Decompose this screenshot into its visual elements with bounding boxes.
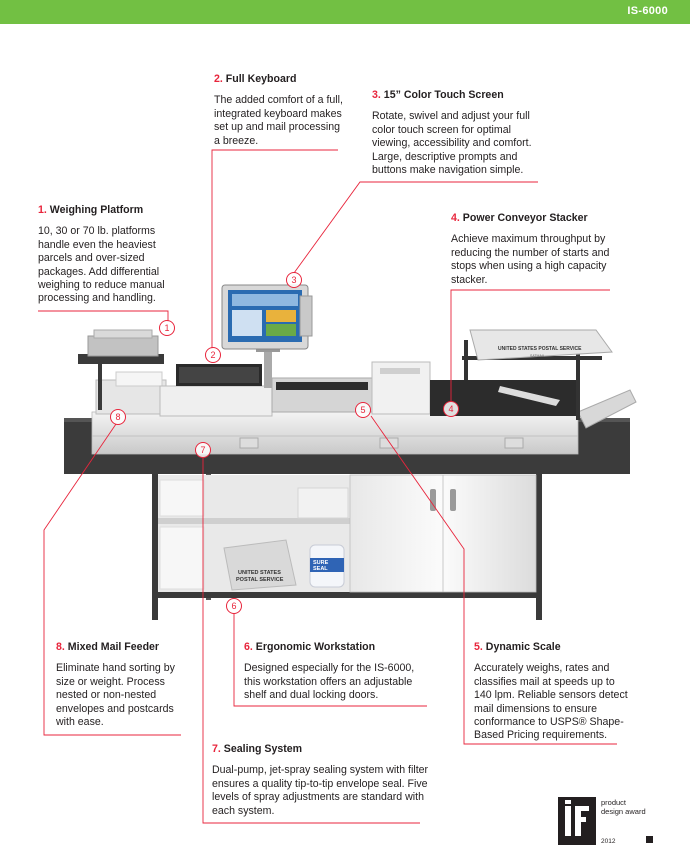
callout-ergonomic-workstation: 6. Ergonomic Workstation Designed especi… bbox=[244, 641, 430, 703]
marker-6: 6 bbox=[226, 598, 242, 614]
award-year: 2012 bbox=[601, 838, 616, 845]
callout-number: 7. bbox=[212, 743, 221, 755]
callout-title: Mixed Mail Feeder bbox=[67, 641, 160, 653]
tray-sublabel: SATMAIL bbox=[530, 354, 545, 358]
callout-number: 5. bbox=[474, 641, 483, 653]
callout-body: Dual-pump, jet-spray sealing system with… bbox=[212, 764, 429, 817]
tray-label: UNITED STATES POSTAL SERVICE bbox=[498, 346, 582, 352]
callout-body: The added comfort of a full, integrated … bbox=[214, 94, 343, 147]
callout-title: Full Keyboard bbox=[225, 73, 297, 85]
box-label-2: POSTAL SERVICE bbox=[236, 577, 284, 583]
jug-label-2: SEAL bbox=[313, 566, 328, 572]
award-line-2: design award bbox=[601, 806, 646, 816]
page-marker bbox=[646, 836, 653, 843]
callout-title: Ergonomic Workstation bbox=[255, 641, 376, 653]
callout-weighing-platform: 1. Weighing Platform 10, 30 or 70 lb. pl… bbox=[38, 204, 178, 306]
callout-body: Rotate, swivel and adjust your full colo… bbox=[372, 110, 532, 177]
callout-body: Designed especially for the IS-6000, thi… bbox=[244, 662, 415, 702]
callout-dynamic-scale: 5. Dynamic Scale Accurately weighs, rate… bbox=[474, 641, 632, 743]
callout-mixed-mail-feeder: 8. Mixed Mail Feeder Eliminate hand sort… bbox=[56, 641, 192, 729]
callout-title: Dynamic Scale bbox=[485, 641, 561, 653]
callout-number: 6. bbox=[244, 641, 253, 653]
jug-label-1: SURE bbox=[313, 560, 329, 566]
marker-5: 5 bbox=[355, 402, 371, 418]
callout-full-keyboard: 2. Full Keyboard The added comfort of a … bbox=[214, 73, 348, 148]
callout-color-touch-screen: 3. 15” Color Touch Screen Rotate, swivel… bbox=[372, 89, 550, 177]
callout-number: 8. bbox=[56, 641, 65, 653]
callout-title: Power Conveyor Stacker bbox=[462, 212, 588, 224]
mailing-machine: UNITED STATES POSTAL SERVICE SATMAIL bbox=[78, 284, 637, 455]
callout-sealing-system: 7. Sealing System Dual-pump, jet-spray s… bbox=[212, 743, 430, 818]
marker-8: 8 bbox=[110, 409, 126, 425]
marker-2: 2 bbox=[205, 347, 221, 363]
callout-body: 10, 30 or 70 lb. platforms handle even t… bbox=[38, 225, 165, 305]
callout-body: Eliminate hand sorting by size or weight… bbox=[56, 662, 175, 729]
award-line-1: product bbox=[601, 798, 627, 807]
callout-title: Sealing System bbox=[223, 743, 303, 755]
marker-7: 7 bbox=[195, 442, 211, 458]
marker-1: 1 bbox=[159, 320, 175, 336]
callout-body: Accurately weighs, rates and classifies … bbox=[474, 662, 628, 742]
leader-lines bbox=[38, 149, 617, 824]
callout-number: 3. bbox=[372, 89, 381, 101]
callout-number: 4. bbox=[451, 212, 460, 224]
callout-number: 2. bbox=[214, 73, 223, 85]
callout-power-conveyor-stacker: 4. Power Conveyor Stacker Achieve maximu… bbox=[451, 212, 615, 287]
model-name: IS-6000 bbox=[627, 5, 668, 17]
award-text: product design award bbox=[601, 798, 671, 816]
callout-title: Weighing Platform bbox=[49, 204, 144, 216]
callout-number: 1. bbox=[38, 204, 47, 216]
callout-body: Achieve maximum throughput by reducing t… bbox=[451, 233, 610, 286]
if-logo-icon bbox=[558, 797, 596, 845]
marker-3: 3 bbox=[286, 272, 302, 288]
header-bar: IS-6000 bbox=[0, 0, 690, 24]
callout-title: 15” Color Touch Screen bbox=[383, 89, 504, 101]
marker-4: 4 bbox=[443, 401, 459, 417]
box-label-1: UNITED STATES bbox=[238, 570, 281, 576]
workstation: UNITED STATES POSTAL SERVICE SURE SEAL bbox=[152, 470, 542, 620]
